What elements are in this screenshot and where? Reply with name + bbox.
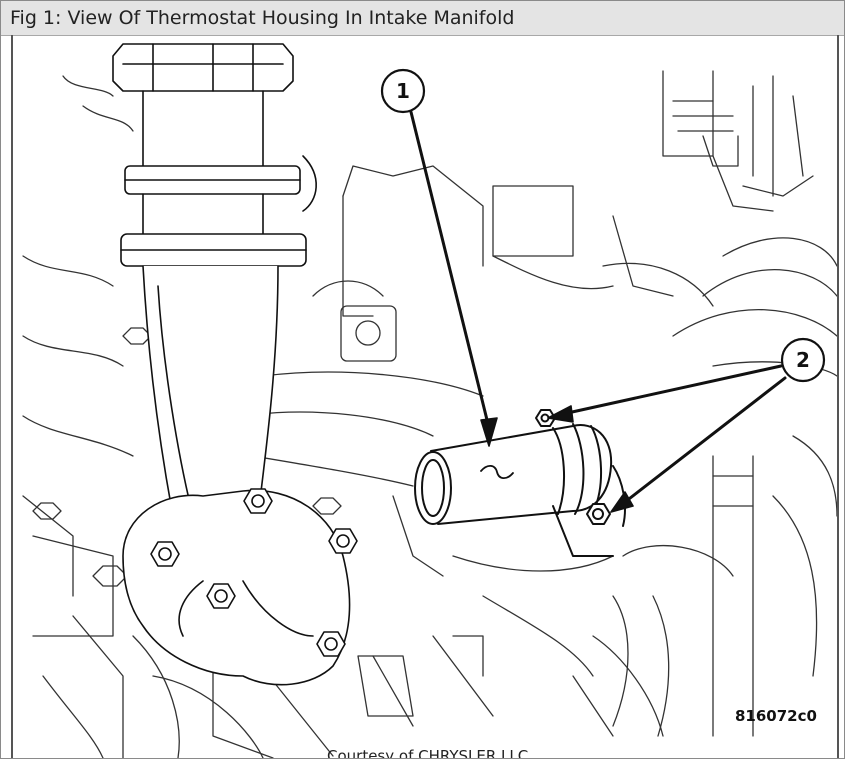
callout-2-label: 2	[796, 348, 810, 372]
art-border-left	[11, 35, 13, 758]
art-border-right	[837, 35, 839, 758]
flange-bolts	[150, 488, 358, 657]
outlet-flange	[122, 488, 358, 686]
courtesy-credit: Courtesy of CHRYSLER LLC	[327, 747, 529, 759]
part-code: 816072c0	[735, 707, 817, 725]
callout-2: 2	[547, 337, 826, 513]
housing-bolt-lower	[586, 503, 611, 525]
caption-bar: Fig 1: View Of Thermostat Housing In Int…	[1, 1, 844, 36]
thermostat-housing	[414, 409, 626, 557]
engine-background-lines	[22, 70, 837, 758]
callout-1: 1	[380, 68, 498, 447]
thermostat-housing-diagram: 1 2	[22, 43, 837, 758]
figure-caption: Fig 1: View Of Thermostat Housing In Int…	[10, 7, 515, 29]
callout-1-label: 1	[396, 79, 410, 103]
